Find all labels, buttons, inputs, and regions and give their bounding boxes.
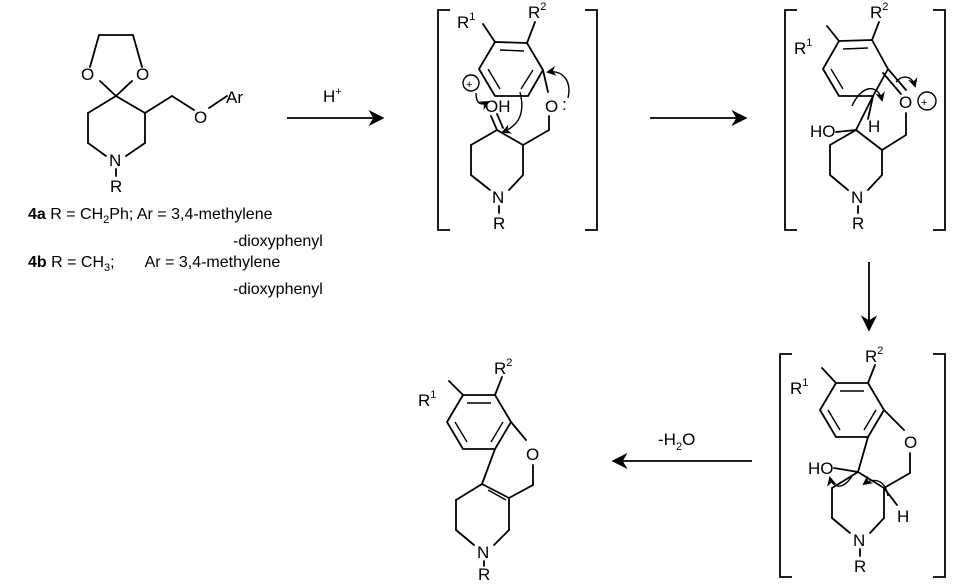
starting-material-4: O O N R O Ar (81, 34, 243, 196)
r-definition: R = CH3; (51, 254, 115, 275)
atom-oh: OH (485, 97, 511, 116)
ar-definition: Ar = 3,4-methylene (144, 254, 281, 272)
legend-row-4b-cont: -dioxyphenyl (233, 281, 323, 299)
atom-r: R (478, 565, 490, 584)
atom-o: O (545, 97, 558, 116)
atom-o: O (899, 93, 912, 112)
atom-o: O (81, 65, 94, 84)
intermediate-b: R1 R2 O + H N R HO (784, 1, 946, 233)
atom-n: N (109, 151, 121, 170)
atom-n: N (492, 188, 504, 207)
atom-ho: HO (808, 459, 834, 478)
legend-row-4b: 4b R = CH3; Ar = 3,4-methylene (28, 252, 358, 279)
atom-ho: HO (810, 122, 836, 141)
ar-definition: Ar = 3,4-methylene (136, 206, 273, 223)
intermediate-c: R1 R2 O H N R HO (779, 345, 946, 578)
atom-h: H (897, 507, 909, 526)
product: R1 R2 O N R (418, 357, 539, 584)
compound-id: 4a (28, 206, 46, 223)
positive-charge: + (466, 79, 472, 91)
positive-charge: + (921, 97, 927, 109)
substituent-r1: R1 (418, 389, 436, 410)
atom-n: N (477, 543, 489, 562)
atom-r: R (854, 557, 866, 576)
compound-legend: 4a R = CH2Ph; Ar = 3,4-methylene -dioxyp… (28, 204, 358, 300)
substituent-r2: R2 (865, 345, 883, 366)
substituent-r1: R1 (790, 377, 808, 398)
atom-r: R (493, 214, 505, 233)
atom-o: O (194, 108, 207, 127)
reaction-arrow-1: H+ (287, 86, 385, 127)
lone-pair: : (562, 95, 567, 114)
reaction-arrow-4: -H2O (611, 430, 752, 470)
compound-id: 4b (28, 254, 47, 272)
atom-o: O (904, 433, 917, 452)
reagent-acid: H+ (323, 86, 342, 106)
atom-o: O (136, 65, 149, 84)
atom-ar: Ar (226, 88, 243, 107)
atom-n: N (853, 531, 865, 550)
atom-o: O (526, 445, 539, 464)
substituent-r1: R1 (457, 11, 475, 32)
legend-row-4a-cont: -dioxyphenyl (233, 233, 323, 251)
atom-n: N (851, 188, 863, 207)
atom-r: R (852, 214, 864, 233)
legend-row-4a: 4a R = CH2Ph; Ar = 3,4-methylene (28, 204, 358, 231)
substituent-r2: R2 (870, 1, 888, 22)
reagent-water-loss: -H2O (658, 430, 695, 453)
intermediate-a: R1 R2 O : N R OH + (437, 1, 598, 233)
substituent-r2: R2 (528, 1, 546, 22)
substituent-r1: R1 (794, 37, 812, 58)
atom-r: R (110, 177, 122, 196)
substituent-r2: R2 (494, 357, 512, 378)
r-definition: R = CH2Ph; (50, 206, 134, 227)
atom-h: H (868, 117, 880, 136)
